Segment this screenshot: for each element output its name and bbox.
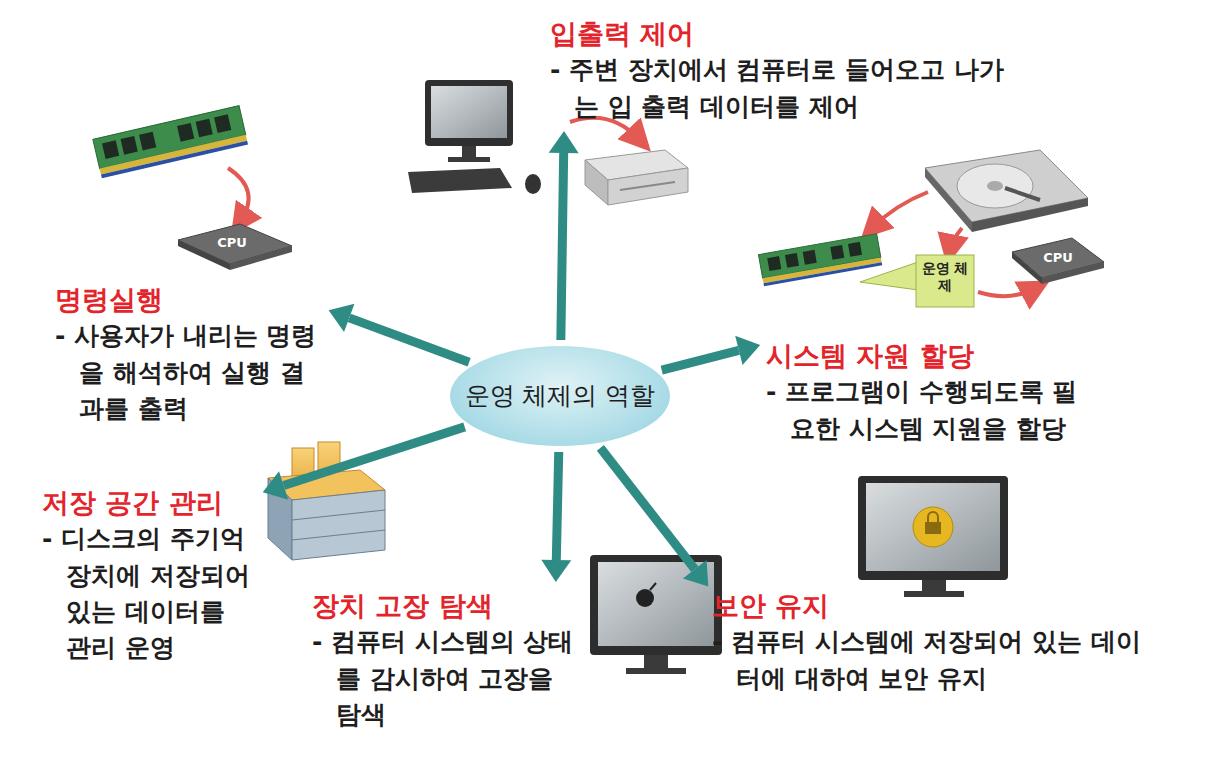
role-heading: 입출력 제어 — [550, 16, 1020, 52]
role-heading: 저장 공간 관리 — [42, 485, 257, 521]
security-monitor — [858, 476, 1008, 597]
arrow-shaft — [600, 448, 694, 569]
role-description: - 컴퓨터 시스템의 상태를 감시하여 고장을 탐색 — [312, 624, 574, 733]
chip-label: CPU — [212, 235, 252, 251]
role-description: - 사용자가 내리는 명령을 해석하여 실행 결과를 출력 — [55, 318, 323, 427]
arrow-shaft — [349, 318, 469, 362]
arrow-shaft — [284, 427, 465, 486]
role-description: - 프로그램이 수행되도록 필요한 시스템 지원을 할당 — [766, 374, 1096, 447]
arrow-head — [549, 131, 579, 153]
arrow-shaft — [662, 350, 739, 370]
arrow-shaft — [561, 153, 564, 340]
role-block: 보안 유지- 컴퓨터 시스템에 저장되어 있는 데이터에 대하여 보안 유지 — [712, 588, 1142, 697]
role-arrow — [549, 131, 579, 340]
role-heading: 명령실행 — [55, 282, 323, 318]
desktop-computer — [408, 80, 541, 194]
role-block: 명령실행- 사용자가 내리는 명령을 해석하여 실행 결과를 출력 — [55, 282, 323, 427]
role-heading: 장치 고장 탐색 — [312, 588, 574, 624]
role-block: 저장 공간 관리- 디스크의 주기억 장치에 저장되어 있는 데이터를 관리 운… — [42, 485, 257, 666]
role-arrow — [263, 427, 465, 500]
fault-monitor — [590, 555, 722, 674]
disk-drive — [585, 150, 688, 205]
role-arrow — [541, 452, 571, 582]
role-description: - 컴퓨터 시스템에 저장되어 있는 데이터에 대하여 보안 유지 — [712, 624, 1142, 697]
arrow-shaft — [556, 452, 558, 560]
hub-ellipse: 운영 체제의 역할 — [450, 346, 670, 446]
role-description: - 디스크의 주기억 장치에 저장되어 있는 데이터를 관리 운영 — [42, 521, 257, 666]
role-block: 시스템 자원 할당- 프로그램이 수행되도록 필요한 시스템 지원을 할당 — [766, 338, 1096, 447]
arrow-head — [735, 336, 760, 365]
role-arrow — [600, 448, 708, 587]
cpu-chip — [1012, 238, 1104, 284]
role-description: - 주변 장치에서 컴퓨터로 들어오고 나가는 입 출력 데이터를 제어 — [550, 52, 1020, 125]
arrow-head — [329, 304, 355, 332]
os-label: 운영 체제 — [918, 260, 972, 294]
os-box — [860, 255, 974, 307]
role-heading: 시스템 자원 할당 — [766, 338, 1096, 374]
ram-module — [758, 234, 882, 286]
role-arrow — [662, 336, 760, 370]
cpu-chip — [178, 224, 292, 270]
role-arrow — [329, 304, 470, 363]
role-block: 장치 고장 탐색- 컴퓨터 시스템의 상태를 감시하여 고장을 탐색 — [312, 588, 574, 733]
role-heading: 보안 유지 — [712, 588, 1142, 624]
hard-disk — [925, 150, 1088, 232]
arrow-head — [541, 560, 571, 582]
hub-title: 운영 체제의 역할 — [465, 380, 656, 413]
arrow-head — [683, 560, 708, 587]
role-block: 입출력 제어- 주변 장치에서 컴퓨터로 들어오고 나가는 입 출력 데이터를 … — [550, 16, 1020, 125]
ram-module — [93, 106, 248, 179]
chip-label: CPU — [1038, 250, 1078, 266]
arrow-head — [263, 471, 289, 500]
